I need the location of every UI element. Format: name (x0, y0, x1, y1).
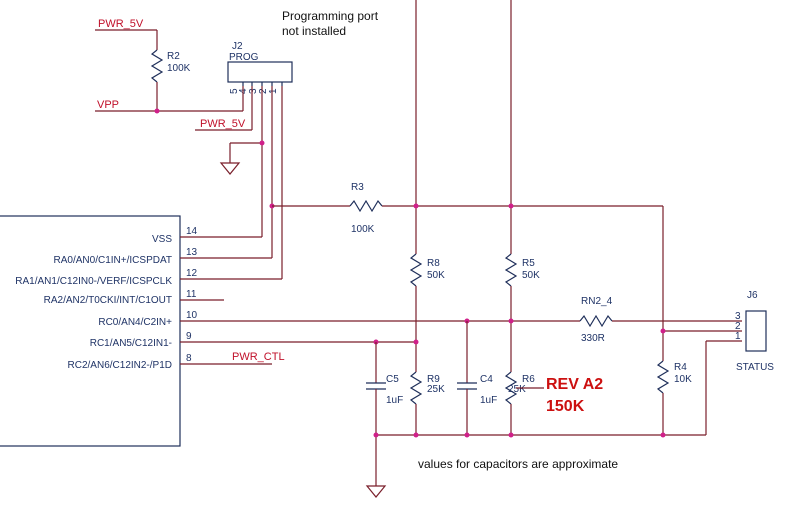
junction-j2-gnd (259, 140, 265, 146)
mcu-pin-num-13: 13 (186, 247, 198, 258)
j6-pin-2: 2 (735, 321, 741, 332)
j6-connector-body (745, 310, 767, 352)
junction-gnd-c4 (464, 432, 470, 438)
vpp-label: VPP (97, 99, 119, 111)
rev-label: REV A2 (546, 376, 603, 393)
mcu-pin-num-11: 11 (186, 289, 197, 300)
junction-r5-pin10 (508, 318, 514, 324)
pwr5v-mid-label: PWR_5V (200, 118, 246, 130)
j2-value: PROG (229, 52, 259, 63)
j6-ref: J6 (747, 290, 758, 301)
mcu-pins: VSS 14 RA0/AN0/C1IN+/ICSPDAT 13 RA1/AN1/… (15, 226, 282, 371)
r8-resistor (409, 253, 423, 287)
r9-resistor (409, 371, 423, 405)
capacitor-note: values for capacitors are approximate (418, 457, 618, 471)
pwr5v-top-label: PWR_5V (98, 18, 144, 30)
mcu-pin-name-11: RA2/AN2/T0CKI/INT/C1OUT (44, 295, 172, 306)
prog-port-note-line2: not installed (282, 24, 346, 38)
junction-gnd-r4 (660, 432, 666, 438)
r8-value: 50K (427, 270, 445, 281)
junction-r8-pin9 (413, 339, 419, 345)
j6-pin-3: 3 (735, 311, 741, 322)
j2-pin-3: 3 (248, 88, 259, 94)
rn2-ref: RN2_4 (581, 296, 613, 307)
mcu-pin-num-9: 9 (186, 331, 192, 342)
j2-ref: J2 (232, 41, 243, 52)
r6-resistor (504, 371, 518, 405)
mcu-pin-name-12: RA1/AN1/C12IN0-/VERF/ICSPCLK (15, 276, 172, 287)
mcu-pin-name-10: RC0/AN4/C2IN+ (98, 317, 172, 328)
mcu-pin-num-12: 12 (186, 268, 198, 279)
pwr-ctl-label: PWR_CTL (232, 351, 285, 363)
j2-pin-1: 1 (268, 88, 279, 94)
rev-value-label: 150K (546, 398, 585, 415)
ground-symbol-top (219, 162, 241, 175)
junction-r4-j6 (660, 328, 666, 334)
r9-value: 25K (427, 384, 445, 395)
r4-value: 10K (674, 374, 692, 385)
mcu-pin-num-10: 10 (186, 310, 198, 321)
r4-resistor (656, 360, 670, 394)
mcu-pin-name-14: VSS (152, 234, 172, 245)
r5-resistor (504, 253, 518, 287)
mcu-pin-num-14: 14 (186, 226, 198, 237)
rn2-resistor (579, 314, 613, 328)
junction-gnd-r6 (508, 432, 514, 438)
r8-ref: R8 (427, 258, 440, 269)
r6-ref: R6 (522, 374, 535, 385)
prog-port-note-line1: Programming port (282, 9, 379, 23)
junction-r8-r3 (413, 203, 419, 209)
mcu-pin-name-8: RC2/AN6/C12IN2-/P1D (68, 360, 172, 371)
r2-value: 100K (167, 63, 191, 74)
j6-value: STATUS (736, 362, 774, 373)
r3-resistor (349, 199, 383, 213)
mcu-pin-name-9: RC1/AN5/C12IN1- (90, 338, 172, 349)
j6-pin-1: 1 (735, 331, 741, 342)
j2-header-body (227, 61, 293, 83)
r3-ref: R3 (351, 182, 364, 193)
r9-ref: R9 (427, 374, 440, 385)
r3-value: 100K (351, 224, 375, 235)
c5-value: 1uF (386, 395, 403, 406)
r2-ref: R2 (167, 51, 180, 62)
junction-gnd-r9 (413, 432, 419, 438)
r5-value: 50K (522, 270, 540, 281)
j2-pin-5: 5 (229, 88, 240, 94)
ground-symbol-bottom (365, 485, 387, 498)
r2-resistor (150, 49, 164, 83)
r5-ref: R5 (522, 258, 535, 269)
c5-ref: C5 (386, 374, 399, 385)
r6-value: 25K (508, 384, 526, 395)
mcu-pin-num-8: 8 (186, 353, 192, 364)
junction-gnd-c5 (373, 432, 379, 438)
c4-value: 1uF (480, 395, 497, 406)
rn2-value: 330R (581, 333, 605, 344)
junction-r5-r3 (508, 203, 514, 209)
r4-ref: R4 (674, 362, 687, 373)
junction-vpp (154, 108, 160, 114)
c4-ref: C4 (480, 374, 493, 385)
mcu-body (0, 215, 181, 447)
j2-pin-2: 2 (258, 88, 269, 94)
mcu-pin-name-13: RA0/AN0/C1IN+/ICSPDAT (54, 255, 172, 266)
